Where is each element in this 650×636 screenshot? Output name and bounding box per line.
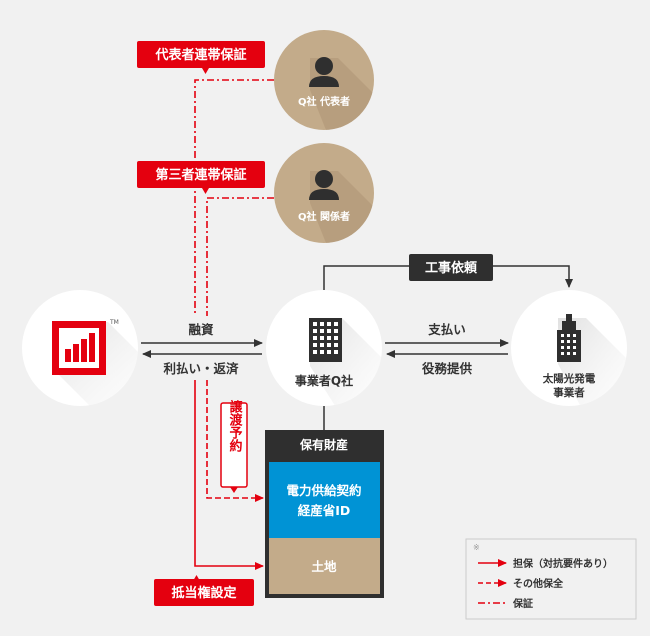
land-text: 土地 — [311, 559, 337, 574]
trademark-text: TM — [109, 319, 119, 326]
legend-mark: ※ — [473, 543, 480, 552]
company-logo-icon — [52, 321, 106, 375]
q-representative-node: Q社 代表者 — [274, 30, 374, 130]
svg-text:第三者連帯保証: 第三者連帯保証 — [155, 167, 246, 183]
legend-box: ※ 担保（対抗要件あり） その他保全 保証 — [465, 538, 637, 620]
q-related-text: Q社 関係者 — [298, 210, 350, 223]
q-related-node: Q社 関係者 — [274, 143, 374, 243]
guarantee-lines — [194, 79, 274, 316]
solar-business-line1: 太陽光発電 — [542, 372, 596, 385]
mortgage-line — [194, 380, 264, 570]
financing-text: 融資 — [188, 322, 214, 337]
svg-text:抵当権設定: 抵当権設定 — [171, 585, 236, 601]
legend-security: 担保（対抗要件あり） — [513, 557, 613, 570]
rep-guarantee-line — [194, 79, 274, 316]
lender-node: TM — [22, 290, 138, 406]
business-q-node: 事業者Q社 — [266, 290, 382, 406]
person-icon — [309, 57, 339, 87]
payment-text: 支払い — [427, 322, 466, 337]
q-representative-text: Q社 代表者 — [298, 95, 350, 108]
representative-guarantee-label: 代表者連帯保証 — [137, 41, 265, 74]
construction-request-label: 工事依頼 — [409, 254, 493, 281]
land-box — [269, 538, 380, 594]
legend-guarantee: 保証 — [512, 597, 533, 610]
person-icon — [309, 170, 339, 200]
owned-assets-box: 保有財産 電力供給契約 経産省ID 土地 — [265, 430, 384, 598]
assignment-reservation-label: 譲渡予約 — [220, 399, 248, 493]
third-party-guarantee-line — [206, 197, 274, 316]
assets-header: 保有財産 — [299, 437, 348, 452]
power-contract-box — [269, 462, 380, 538]
solar-business-node: 太陽光発電 事業者 — [511, 290, 627, 406]
repayment-text: 利払い・返済 — [163, 361, 239, 376]
service-text: 役務提供 — [422, 361, 473, 376]
mortgage-setting-label: 抵当権設定 — [154, 575, 254, 606]
assignment-reservation-line — [206, 380, 264, 502]
contract-line2: 経産省ID — [298, 503, 351, 518]
skyscraper-icon — [557, 314, 581, 362]
third-party-guarantee-label: 第三者連帯保証 — [137, 161, 265, 194]
legend-other-security: その他保全 — [513, 577, 564, 590]
solar-business-line2: 事業者 — [553, 386, 585, 399]
svg-text:工事依頼: 工事依頼 — [425, 260, 478, 276]
business-q-text: 事業者Q社 — [295, 373, 353, 388]
svg-text:譲渡予約: 譲渡予約 — [227, 399, 243, 453]
office-building-icon — [309, 318, 342, 362]
svg-text:代表者連帯保証: 代表者連帯保証 — [154, 47, 246, 63]
contract-line1: 電力供給契約 — [286, 483, 361, 498]
